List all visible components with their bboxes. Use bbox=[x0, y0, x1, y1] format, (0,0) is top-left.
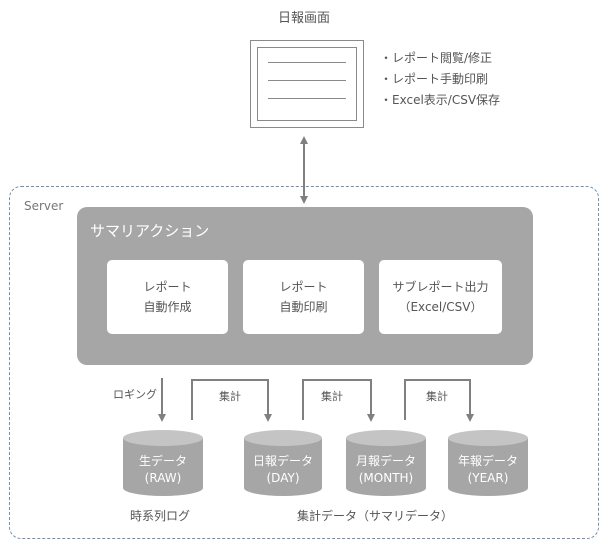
store-name: 年報データ bbox=[457, 454, 518, 468]
report-screen-inner-frame bbox=[257, 47, 357, 121]
feature-item: ・レポート閲覧/修正 bbox=[380, 51, 493, 65]
store-code: (MONTH) bbox=[358, 471, 414, 485]
feature-item: ・Excel表示/CSV保存 bbox=[380, 93, 501, 107]
store-label-month: 月報データ (MONTH) bbox=[346, 453, 426, 487]
aggregate-data-caption: 集計データ（サマリデータ） bbox=[297, 509, 454, 523]
timeseries-log-caption: 時系列ログ bbox=[130, 509, 191, 523]
aggregate-label: 集計 bbox=[321, 390, 343, 403]
action-label: サブレポート出力 bbox=[392, 280, 489, 294]
database-cylinder-month bbox=[346, 430, 426, 496]
action-label: （Excel/CSV） bbox=[398, 300, 483, 314]
store-label-raw: 生データ (RAW) bbox=[123, 453, 203, 487]
database-cylinder-day bbox=[244, 430, 322, 496]
store-label-day: 日報データ (DAY) bbox=[243, 453, 323, 487]
report-screen-title: 日報画面 bbox=[277, 11, 330, 26]
store-code: (YEAR) bbox=[467, 471, 509, 485]
store-code: (RAW) bbox=[144, 471, 182, 485]
action-label: 自動印刷 bbox=[279, 300, 328, 314]
action-label: レポート bbox=[143, 280, 192, 294]
aggregate-arrow-day bbox=[191, 379, 272, 422]
aggregate-arrow-month bbox=[302, 379, 375, 422]
store-code: (DAY) bbox=[266, 471, 300, 485]
feature-item: ・レポート手動印刷 bbox=[380, 72, 489, 86]
action-subreport-output: サブレポート出力 （Excel/CSV） bbox=[379, 260, 502, 334]
action-auto-create: レポート 自動作成 bbox=[107, 260, 228, 334]
store-name: 生データ bbox=[138, 454, 187, 468]
server-label: Server bbox=[24, 199, 64, 213]
store-label-year: 年報データ (YEAR) bbox=[448, 453, 528, 487]
database-cylinder-year bbox=[448, 430, 528, 496]
logging-label: ロギング bbox=[113, 388, 157, 401]
store-name: 日報データ bbox=[252, 454, 313, 468]
action-auto-print: レポート 自動印刷 bbox=[243, 260, 364, 334]
report-line bbox=[268, 98, 346, 99]
aggregate-label: 集計 bbox=[219, 390, 241, 403]
aggregate-arrow-year bbox=[404, 379, 474, 422]
report-line bbox=[268, 62, 346, 63]
feature-list: ・レポート閲覧/修正 ・レポート手動印刷 ・Excel表示/CSV保存 bbox=[380, 48, 500, 111]
action-label: 自動作成 bbox=[143, 300, 192, 314]
action-label: レポート bbox=[279, 280, 328, 294]
summary-action-title: サマリアクション bbox=[90, 222, 210, 240]
aggregate-label: 集計 bbox=[426, 390, 448, 403]
report-screen-icon bbox=[250, 40, 364, 128]
report-line bbox=[268, 80, 346, 81]
store-name: 月報データ bbox=[355, 454, 416, 468]
database-cylinder-raw bbox=[123, 430, 203, 496]
